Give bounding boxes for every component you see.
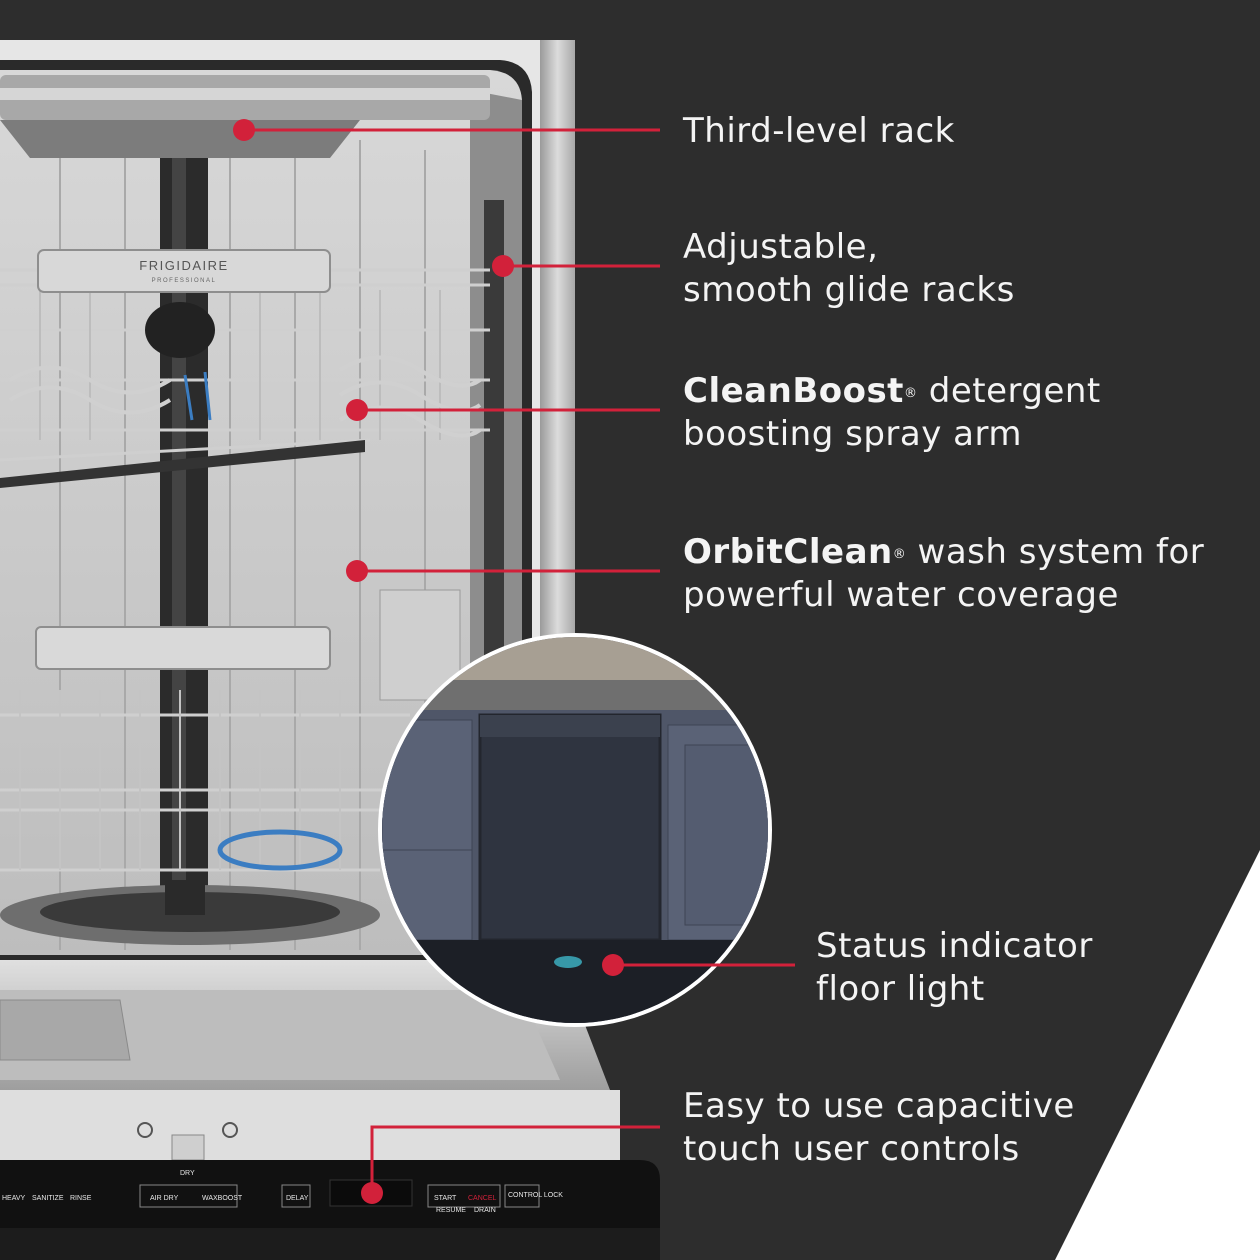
callout-orbitclean: OrbitClean® wash system for powerful wat… — [683, 531, 1204, 617]
ctrl-resume: RESUME — [436, 1207, 466, 1214]
ctrl-sanitize[interactable]: SANITIZE — [32, 1195, 64, 1202]
callout-floor-light: Status indicator floor light — [816, 925, 1093, 1011]
brand-name: FRIGIDAIRE — [139, 258, 228, 273]
lower-rack — [0, 626, 410, 872]
ctrl-drain: DRAIN — [474, 1207, 496, 1214]
rack-handle: FRIGIDAIRE PROFESSIONAL — [37, 249, 331, 293]
ctrl-waxboost[interactable]: WAXBOOST — [202, 1195, 243, 1202]
cleanboost-line1: detergent — [917, 371, 1101, 411]
callout-adjustable-racks-line1: Adjustable, — [683, 227, 879, 267]
cleanboost-line2: boosting spray arm — [683, 414, 1022, 454]
callout-third-level-rack-text: Third-level rack — [683, 111, 955, 151]
control-panel: HEAVY SANITIZE RINSE DRY AIR DRY WAXBOOS… — [0, 1160, 660, 1260]
floor-light-line1: Status indicator — [816, 926, 1093, 966]
corner-accent — [1055, 850, 1260, 1260]
ctrl-delay[interactable]: DELAY — [286, 1195, 309, 1202]
ctrl-air-dry[interactable]: AIR DRY — [150, 1195, 179, 1202]
orbitclean-line2: powerful water coverage — [683, 575, 1119, 615]
brand-sub: PROFESSIONAL — [152, 278, 217, 284]
touch-controls-line1: Easy to use capacitive — [683, 1086, 1075, 1126]
ctrl-cancel[interactable]: CANCEL — [468, 1195, 497, 1202]
ctrl-dry: DRY — [180, 1170, 195, 1177]
callout-adjustable-racks: Adjustable, smooth glide racks — [683, 226, 1015, 312]
cleanboost-name: CleanBoost — [683, 371, 904, 411]
floor-light-line2: floor light — [816, 969, 985, 1009]
ctrl-control-lock[interactable]: CONTROL LOCK — [508, 1192, 563, 1199]
cleanboost-trademark: ® — [903, 386, 918, 401]
ctrl-start[interactable]: START — [434, 1195, 457, 1202]
callout-markers — [233, 119, 795, 1204]
ctrl-rinse[interactable]: RINSE — [70, 1195, 92, 1202]
callout-touch-controls: Easy to use capacitive touch user contro… — [683, 1085, 1075, 1171]
ctrl-heavy[interactable]: HEAVY — [2, 1195, 26, 1202]
orbitclean-trademark: ® — [892, 547, 907, 562]
callout-adjustable-racks-line2: smooth glide racks — [683, 270, 1015, 310]
orbitclean-line1: wash system for — [906, 532, 1205, 572]
control-buttons: HEAVY SANITIZE RINSE DRY AIR DRY WAXBOOS… — [2, 1170, 563, 1214]
callout-third-level-rack: Third-level rack — [683, 110, 955, 153]
callout-cleanboost: CleanBoost® detergent boosting spray arm — [683, 370, 1101, 456]
orbitclean-name: OrbitClean — [683, 532, 893, 572]
touch-controls-line2: touch user controls — [683, 1129, 1020, 1169]
